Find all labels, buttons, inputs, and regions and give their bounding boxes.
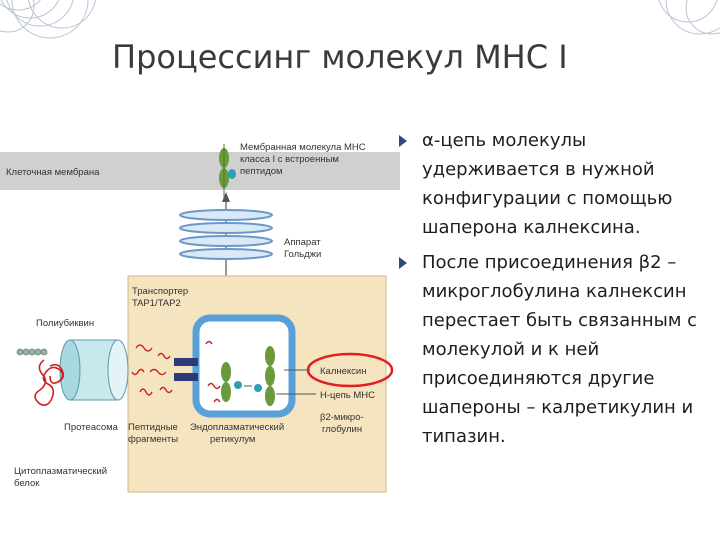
bullet-text: α-цепь молекулы удерживается в нужной ко… <box>422 130 673 238</box>
golgi-apparatus <box>179 209 273 260</box>
b2m-label-1: β2-микро- <box>320 412 364 423</box>
cytoplasmic-protein-label-2: белок <box>14 478 40 489</box>
cytoplasmic-protein-label-1: Цитоплазматический <box>14 466 107 477</box>
transport-arrowhead <box>222 192 230 202</box>
endoplasmic-reticulum <box>192 314 296 418</box>
bullet-item: После присоединения β2 – микроглобулина … <box>396 248 716 451</box>
corner-ornament-top-left <box>0 0 96 39</box>
h-chain-label: Н-цепь МНС <box>320 390 375 401</box>
mhc-membrane-label-3: пептидом <box>240 166 283 177</box>
golgi-label-2: Гольджи <box>284 249 321 260</box>
golgi-label-1: Аппарат <box>284 237 321 248</box>
corner-ornament-top-right <box>658 0 720 35</box>
bullet-list: α-цепь молекулы удерживается в нужной ко… <box>396 126 716 457</box>
proteasome <box>59 339 129 401</box>
peptide-label-2: фрагменты <box>128 434 178 445</box>
slide-title: Процессинг молекул МНС I <box>112 38 568 76</box>
mhc-membrane-label-1: Мембранная молекула МНС <box>240 142 366 153</box>
proteasome-label: Протеасома <box>64 422 119 433</box>
b2m-label-2: глобулин <box>322 424 362 435</box>
er-mhc-assembly <box>221 346 275 406</box>
ubiquitin-chain <box>16 348 48 356</box>
peptide-label-1: Пептидные <box>128 422 178 433</box>
polyubiquitin-label: Полиубиквин <box>36 318 94 329</box>
calnexin-label: Калнексин <box>320 366 366 377</box>
mhc-processing-diagram: Клеточная мембрана Мембранная молекула М… <box>0 142 400 493</box>
peptide-fragments <box>131 340 221 403</box>
tap-label-1: Транспортер <box>132 286 188 297</box>
cell-membrane-label: Клеточная мембрана <box>6 167 100 178</box>
bullet-marker-icon <box>399 257 407 269</box>
tap1-transporter <box>174 358 198 366</box>
membrane-mhc-molecule <box>219 144 236 198</box>
er-label-2: ретикулум <box>210 434 255 445</box>
bullet-text: После присоединения β2 – микроглобулина … <box>422 252 698 447</box>
er-label-1: Эндоплазматический <box>190 422 284 433</box>
tap2-transporter <box>174 373 198 381</box>
cell-membrane-band <box>0 152 400 190</box>
bullet-marker-icon <box>399 135 407 147</box>
bullet-item: α-цепь молекулы удерживается в нужной ко… <box>396 126 716 242</box>
cytoplasmic-protein <box>34 359 65 406</box>
mhc-membrane-label-2: класса I с встроенным <box>240 154 339 165</box>
tap-label-2: TAP1/TAP2 <box>132 298 181 309</box>
